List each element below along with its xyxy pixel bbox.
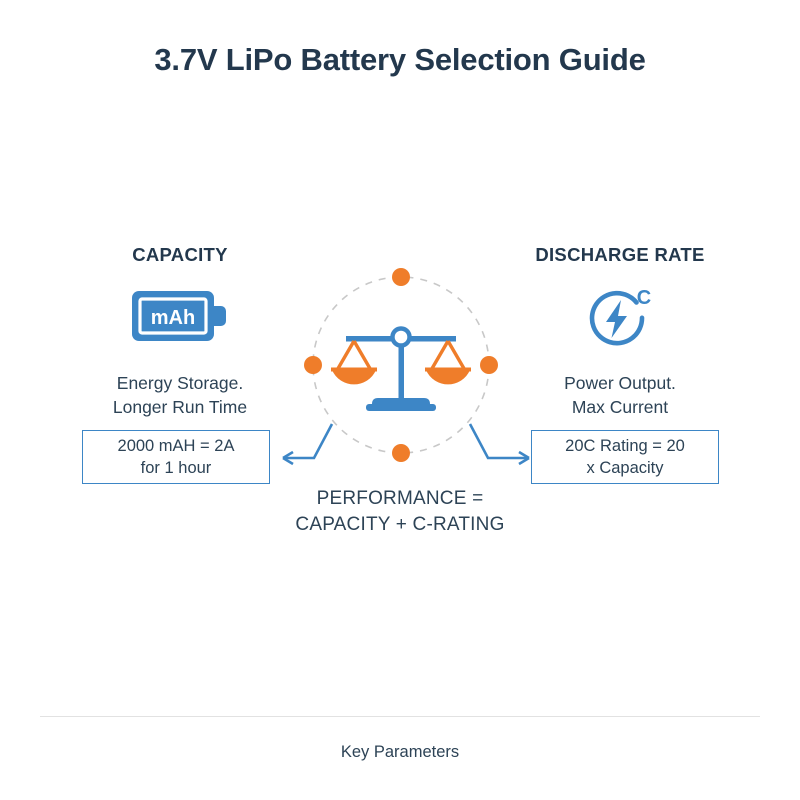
page-title: 3.7V LiPo Battery Selection Guide bbox=[154, 42, 646, 77]
discharge-description-line1: Power Output. bbox=[564, 373, 676, 393]
battery-icon-container: mAh bbox=[50, 285, 310, 357]
capacity-formula-box: 2000 mAH = 2A for 1 hour bbox=[82, 430, 270, 484]
battery-mah-icon: mAh bbox=[132, 291, 226, 341]
balance-scale-icon bbox=[331, 326, 471, 411]
c-rating-bolt-icon: C bbox=[589, 287, 651, 346]
capacity-formula-line2: for 1 hour bbox=[140, 459, 212, 477]
capacity-description-line1: Energy Storage. bbox=[116, 373, 244, 393]
discharge-description-line2: Max Current bbox=[571, 397, 669, 417]
connector-left bbox=[282, 423, 334, 466]
performance-caption-line1: PERFORMANCE = bbox=[316, 488, 484, 509]
c-rating-icon-label: C bbox=[637, 287, 651, 309]
connector-right bbox=[468, 423, 530, 466]
performance-caption-line2: CAPACITY + C-RATING bbox=[295, 514, 505, 535]
capacity-description: Energy Storage. Longer Run Time bbox=[30, 371, 330, 419]
orbit-dot-top bbox=[392, 268, 410, 286]
discharge-icon-container: C bbox=[490, 285, 750, 357]
battery-icon-label: mAh bbox=[151, 307, 195, 329]
capacity-description-line2: Longer Run Time bbox=[112, 397, 248, 417]
discharge-rate-heading: DISCHARGE RATE bbox=[535, 244, 705, 265]
discharge-formula-line1: 20C Rating = 20 bbox=[565, 437, 685, 455]
orbit-dot-bottom bbox=[392, 444, 410, 462]
discharge-formula-box: 20C Rating = 20 x Capacity bbox=[531, 430, 719, 484]
footer-label: Key Parameters bbox=[340, 743, 460, 761]
footer-divider bbox=[40, 716, 760, 717]
dashed-orbit-circle bbox=[312, 276, 490, 454]
discharge-description: Power Output. Max Current bbox=[470, 371, 770, 419]
discharge-formula-line2: x Capacity bbox=[586, 459, 664, 477]
capacity-formula-line1: 2000 mAH = 2A bbox=[117, 437, 235, 455]
performance-caption: PERFORMANCE = CAPACITY + C-RATING bbox=[250, 486, 550, 538]
capacity-heading: CAPACITY bbox=[132, 244, 228, 265]
